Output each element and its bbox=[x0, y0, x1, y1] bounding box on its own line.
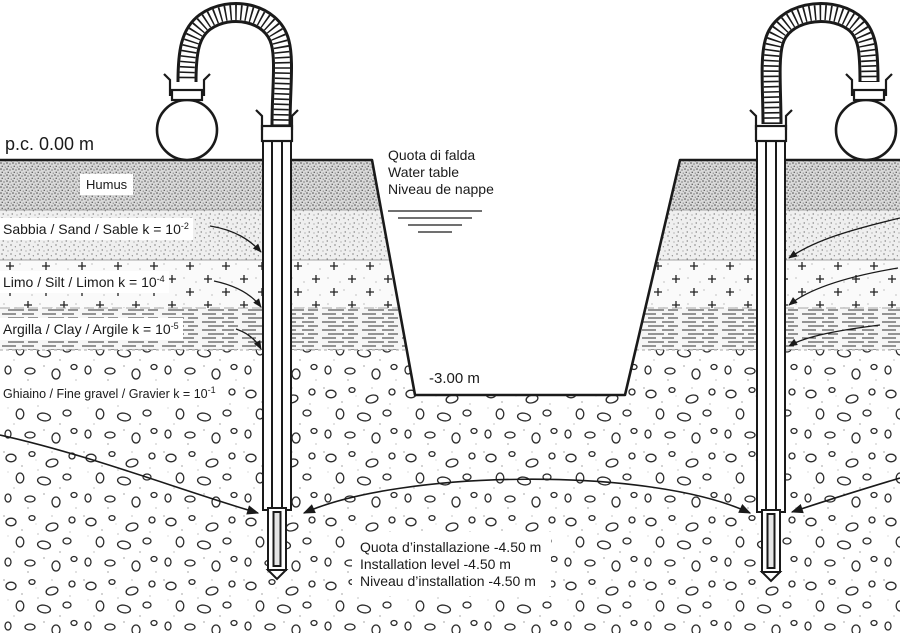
layer-label-silt-text: Limo / Silt / Limon k = 10 bbox=[3, 274, 157, 290]
hose-left bbox=[176, 2, 294, 127]
excavation-depth-label: -3.00 m bbox=[429, 370, 480, 387]
layer-label-gravel-text: Ghiaino / Fine gravel / Gravier k = 10 bbox=[3, 387, 208, 401]
layer-label-humus: Humus bbox=[80, 174, 134, 195]
ground-level-label: p.c. 0.00 m bbox=[5, 134, 95, 154]
filter-screen-right bbox=[759, 509, 783, 583]
drawdown-curve-right bbox=[790, 477, 900, 514]
water-table-label-en: Water table bbox=[388, 164, 460, 180]
layer-label-gravel: Ghiaino / Fine gravel / Gravier k = 10-1 bbox=[0, 384, 220, 405]
layer-label-humus-text: Humus bbox=[86, 177, 128, 192]
water-table-label-fr: Niveau de nappe bbox=[388, 181, 494, 197]
arrow-sand-left bbox=[209, 225, 262, 253]
filter-screen-left bbox=[265, 507, 289, 581]
installation-level-en: Installation level -4.50 m bbox=[360, 556, 511, 572]
header-fitting-left bbox=[163, 73, 211, 102]
water-table-symbol bbox=[388, 210, 482, 233]
installation-level-it: Quota d’installazione -4.50 m bbox=[360, 539, 542, 555]
header-fitting-right bbox=[845, 73, 893, 102]
installation-level-label: Quota d’installazione -4.50 m Installati… bbox=[352, 532, 552, 596]
water-table-label-it: Quota di falda bbox=[388, 147, 476, 163]
riser-pipe-left bbox=[262, 139, 292, 511]
drawdown-curve-middle bbox=[302, 478, 752, 514]
layer-label-sand: Sabbia / Sand / Sable k = 10-2 bbox=[0, 218, 193, 240]
drawdown-arrows bbox=[0, 434, 900, 515]
header-pipe-right bbox=[834, 98, 898, 162]
layer-label-sand-text: Sabbia / Sand / Sable k = 10 bbox=[3, 221, 181, 237]
layer-label-clay-exponent: -5 bbox=[170, 321, 179, 331]
layer-label-silt: Limo / Silt / Limon k = 10-4 bbox=[0, 271, 169, 293]
hose-right bbox=[760, 2, 880, 125]
header-pipe-left bbox=[155, 98, 219, 162]
water-table-label: Quota di falda Water table Niveau de nap… bbox=[388, 147, 494, 198]
arrow-sand-right bbox=[788, 217, 900, 259]
riser-pipe-right bbox=[756, 139, 786, 513]
layer-label-gravel-exponent: -1 bbox=[207, 385, 216, 395]
arrow-clay-right bbox=[788, 324, 881, 347]
drawdown-curve-left bbox=[0, 434, 260, 515]
seepage-arrows bbox=[209, 217, 900, 350]
wellpoint-right bbox=[749, 2, 898, 583]
layer-label-sand-exponent: -2 bbox=[180, 221, 189, 231]
arrow-silt-left bbox=[213, 280, 262, 308]
arrow-clay-left bbox=[235, 328, 262, 350]
wellpoint-left bbox=[155, 2, 299, 581]
excavation-outline bbox=[0, 158, 900, 397]
installation-level-fr: Niveau d’installation -4.50 m bbox=[360, 573, 536, 589]
pipe-fitting-right bbox=[749, 109, 793, 143]
layer-label-silt-exponent: -4 bbox=[156, 274, 165, 284]
arrow-silt-right bbox=[788, 267, 899, 306]
pipe-fitting-left bbox=[255, 109, 299, 143]
layer-label-clay: Argilla / Clay / Argile k = 10-5 bbox=[0, 318, 183, 340]
layer-label-clay-text: Argilla / Clay / Argile k = 10 bbox=[3, 321, 171, 337]
